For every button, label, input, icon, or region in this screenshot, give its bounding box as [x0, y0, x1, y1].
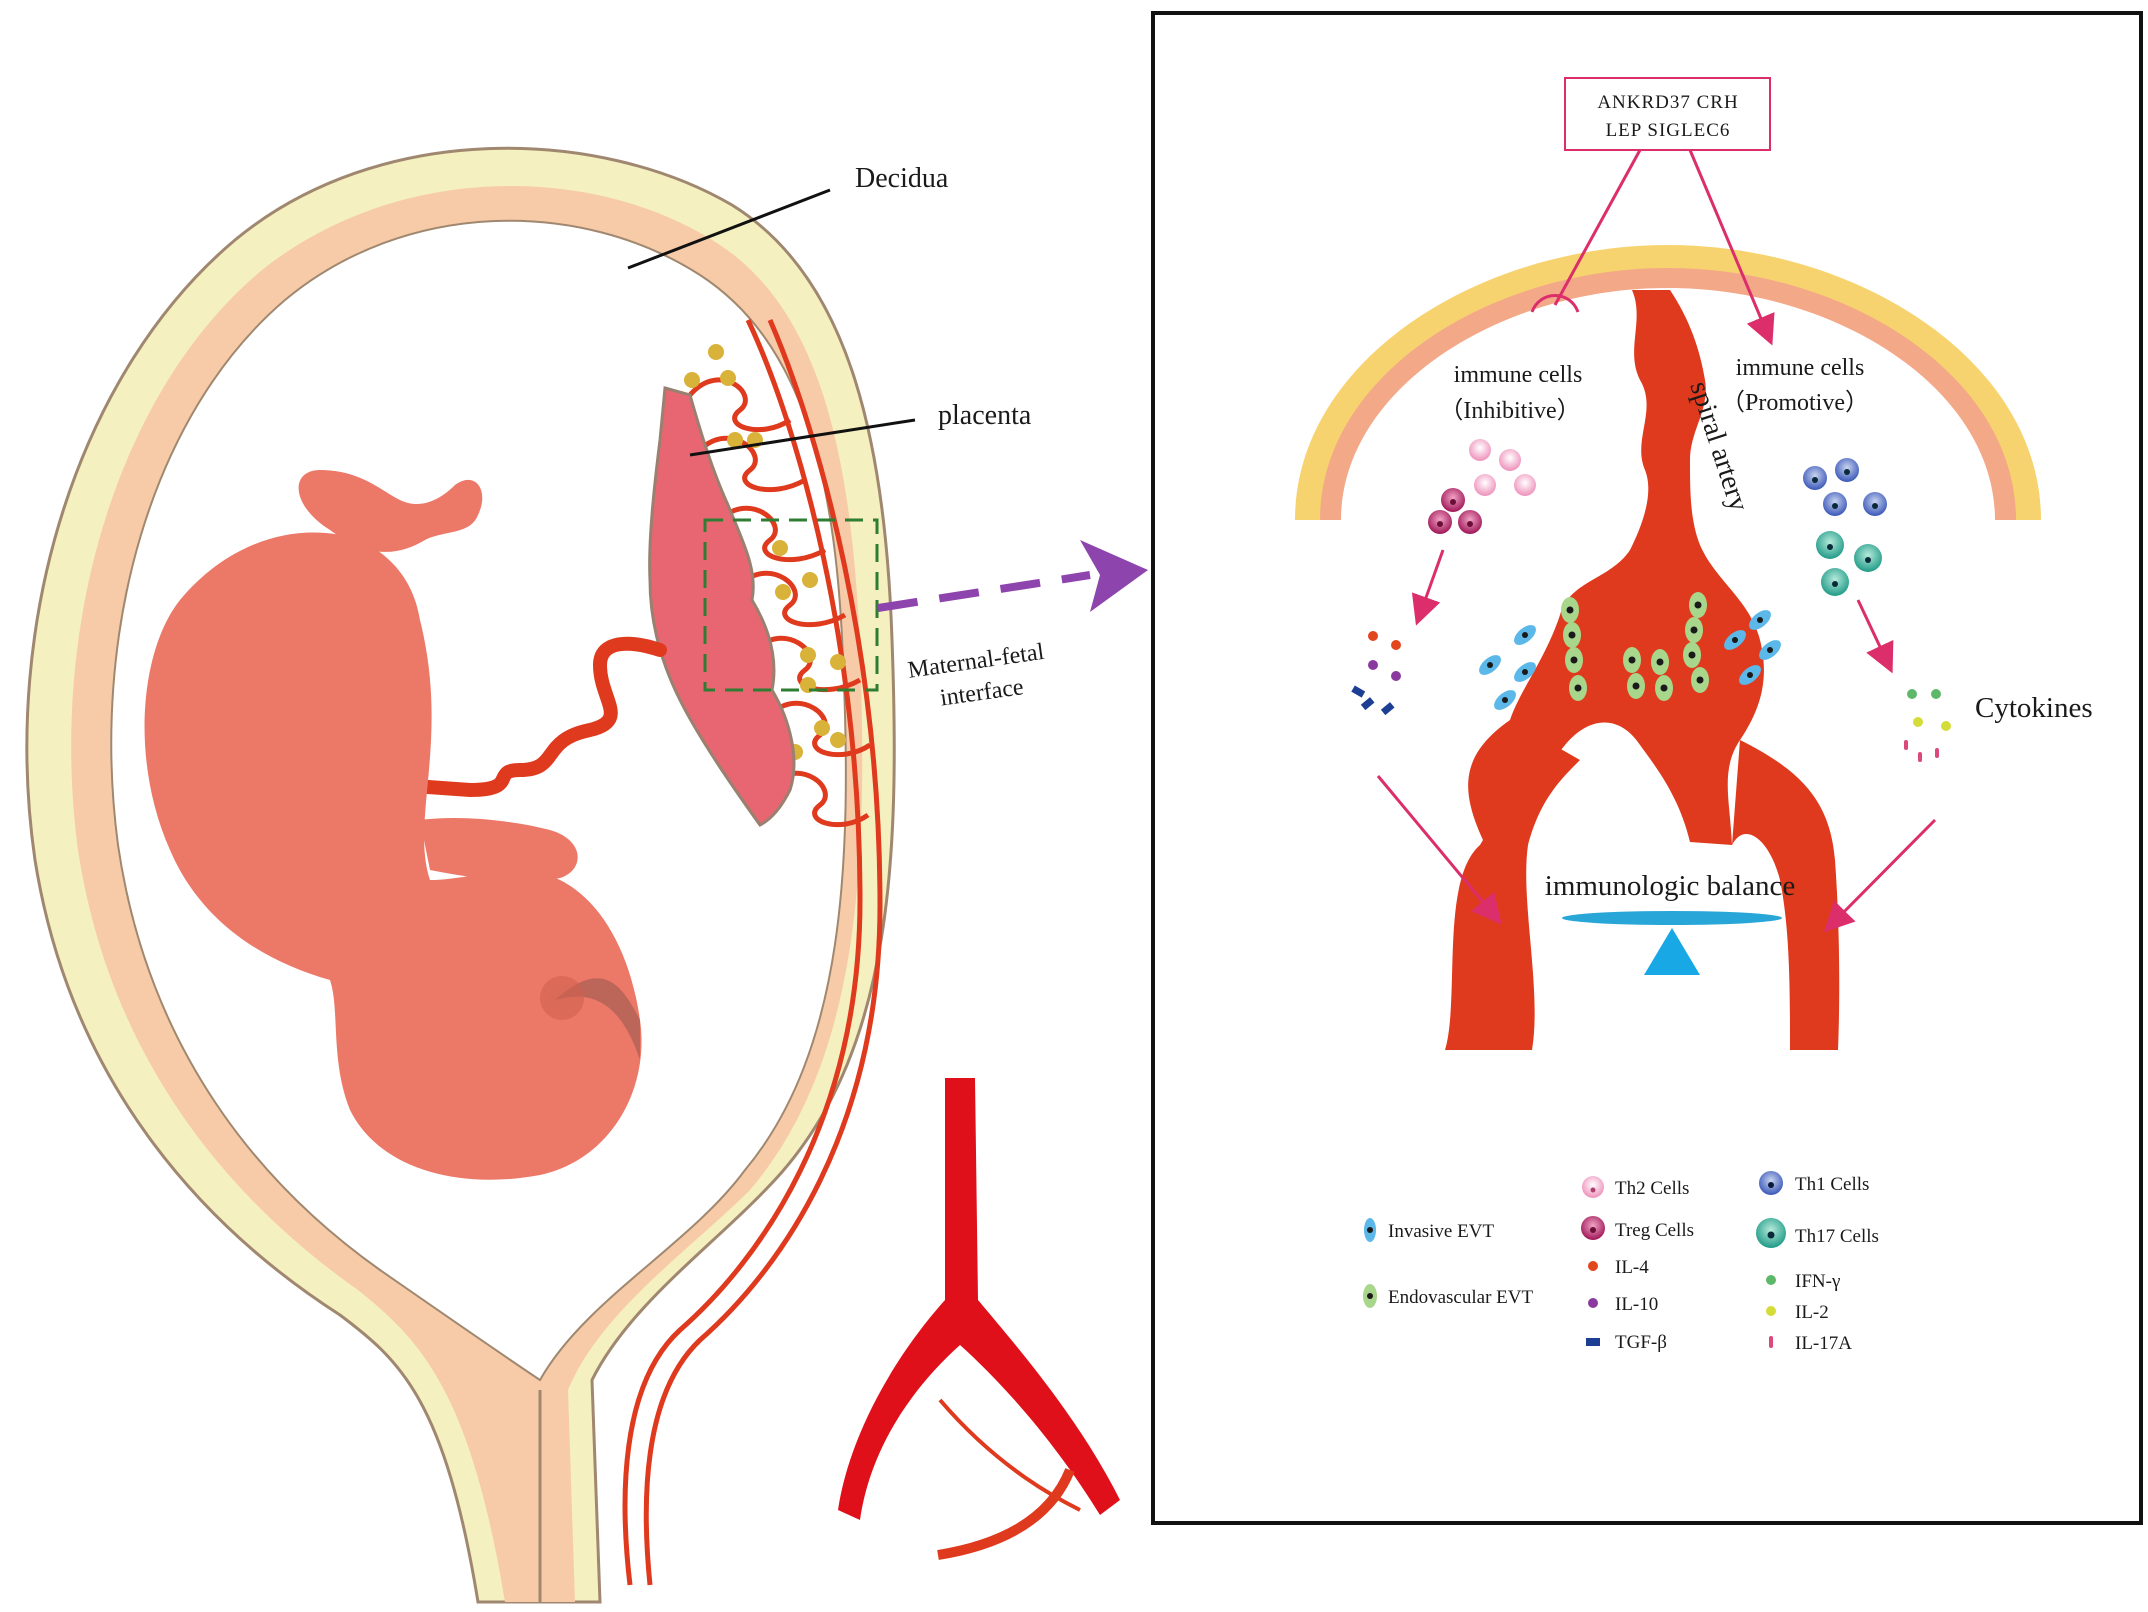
promotive-cytokines	[1904, 689, 1951, 762]
umbilical-cord	[393, 636, 667, 798]
svg-text:IL-4: IL-4	[1615, 1257, 1649, 1278]
maternal-fetal-interface-box	[703, 518, 879, 692]
decidua-leader-line	[627, 188, 831, 270]
svg-text:Th2 Cells: Th2 Cells	[1615, 1178, 1689, 1199]
svg-text:Endovascular EVT: Endovascular EVT	[1388, 1287, 1533, 1308]
legend-item-il4: IL-4	[1588, 1257, 1649, 1278]
promotive-to-balance-arrow	[1823, 818, 1937, 933]
placenta-leader-line	[689, 418, 916, 457]
svg-text:Th17 Cells: Th17 Cells	[1795, 1226, 1879, 1247]
svg-text:IL-2: IL-2	[1795, 1302, 1829, 1323]
fetus	[144, 470, 642, 1180]
legend-item-il17a: IL-17A	[1769, 1333, 1852, 1354]
zoom-arrow	[877, 540, 1148, 612]
endovascular-evt-cells	[1561, 592, 1709, 701]
legend-item-th1: Th1 Cells	[1759, 1171, 1869, 1195]
legend-item-th2: Th2 Cells	[1582, 1176, 1689, 1199]
svg-text:Invasive EVT: Invasive EVT	[1388, 1221, 1494, 1242]
gene-box-line2: LEP SIGLEC6	[1606, 120, 1731, 141]
svg-text:Treg Cells: Treg Cells	[1615, 1220, 1694, 1241]
svg-text:interface: interface	[938, 674, 1025, 711]
fetus-knee	[540, 976, 584, 1020]
svg-text:Maternal-fetal: Maternal-fetal	[906, 639, 1046, 684]
svg-text:IL-17A: IL-17A	[1795, 1333, 1852, 1354]
artery-branch-right	[1732, 740, 1840, 1050]
legend-item-il10: IL-10	[1588, 1294, 1658, 1315]
fetus-foot	[420, 818, 578, 881]
interface-label: Maternal-fetal interface	[906, 639, 1046, 712]
placenta-label: placenta	[938, 400, 1032, 431]
svg-text:IFN-γ: IFN-γ	[1795, 1271, 1840, 1292]
balance-beam	[1562, 911, 1782, 925]
decidua-arch	[1295, 245, 2041, 520]
placental-spiral-arteries	[688, 377, 872, 828]
legend-item-th17: Th17 Cells	[1756, 1218, 1879, 1248]
legend-item-tgfb: TGF-β	[1586, 1332, 1667, 1353]
inhibitive-label-line1: immune cells	[1454, 362, 1583, 388]
balance-label: immunologic balance	[1545, 870, 1795, 902]
legend-item-il2: IL-2	[1766, 1302, 1829, 1323]
promotion-arrow	[1688, 149, 1775, 346]
fetus-head-arm	[298, 470, 483, 552]
promotive-label-line1: immune cells	[1736, 355, 1865, 381]
placenta	[648, 386, 796, 827]
inhibitive-to-cytokines-arrow	[1411, 549, 1445, 626]
y-vessel	[838, 1078, 1120, 1560]
promotive-to-cytokines-arrow	[1856, 599, 1894, 674]
spiral-artery	[1482, 290, 1764, 845]
inhibitive-immune-cells	[1428, 439, 1536, 534]
inhibition-line	[1553, 149, 1642, 306]
fetus-body	[144, 532, 642, 1180]
inhibition-bar	[1530, 294, 1580, 313]
gene-box-line1: ANKRD37 CRH	[1597, 92, 1738, 113]
inhibitive-label-line2: （Inhibitive）	[1439, 398, 1580, 424]
promotive-immune-cells	[1803, 458, 1887, 596]
balance-fulcrum	[1644, 928, 1700, 975]
decidua-label: Decidua	[855, 163, 949, 194]
gene-box	[1564, 77, 1771, 151]
svg-text:IL-10: IL-10	[1615, 1294, 1658, 1315]
promotive-label-line2: （Promotive）	[1721, 390, 1869, 416]
legend-item-endovascular-evt: Endovascular EVT	[1363, 1284, 1533, 1308]
artery-branch-left	[1445, 720, 1580, 1050]
legend-item-invasive-evt: Invasive EVT	[1364, 1218, 1494, 1242]
inhibitive-cytokines	[1351, 631, 1401, 716]
cytokines-label: Cytokines	[1975, 692, 2093, 724]
legend-item-treg: Treg Cells	[1581, 1216, 1694, 1241]
invasive-evt-cells	[1479, 610, 1781, 710]
svg-text:TGF-β: TGF-β	[1615, 1332, 1667, 1353]
uterine-vessels	[622, 318, 883, 1586]
svg-text:Th1 Cells: Th1 Cells	[1795, 1174, 1869, 1195]
inhibitive-to-balance-arrow	[1376, 775, 1502, 925]
legend-item-ifng: IFN-γ	[1766, 1271, 1840, 1292]
legend: Invasive EVT Endovascular EVT Th2 Cells …	[1363, 1171, 1879, 1354]
